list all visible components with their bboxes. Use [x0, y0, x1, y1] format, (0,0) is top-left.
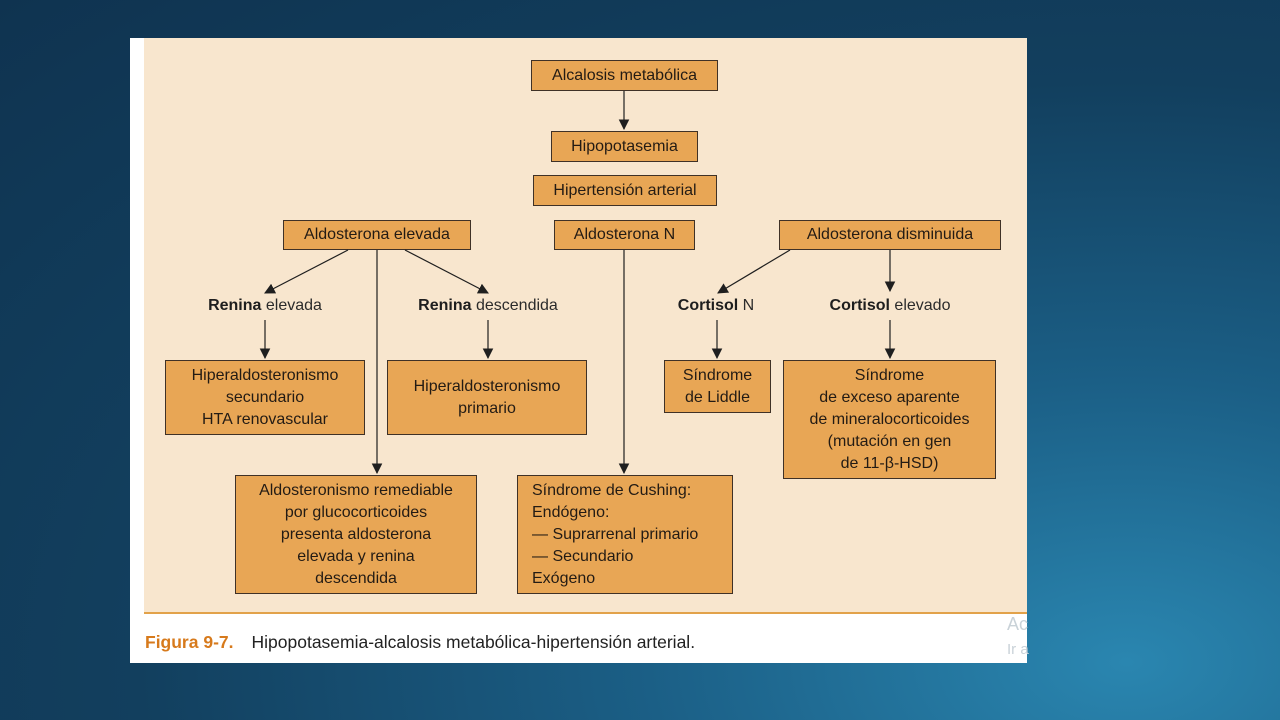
watermark-line-1: Ac — [1007, 614, 1029, 634]
node-exceso-mineralocorticoides: Síndrome de exceso aparente de mineraloc… — [783, 360, 996, 479]
caption-divider — [144, 612, 1027, 614]
label-renina-elevada: Renina elevada — [208, 296, 322, 316]
node-alcalosis: Alcalosis metabólica — [531, 60, 718, 91]
watermark-line-2: Ir a — [1007, 641, 1029, 658]
label-renina-descendida-bold: Renina — [418, 297, 472, 314]
node-hipertension: Hipertensión arterial — [533, 175, 717, 206]
label-renina-elevada-bold: Renina — [208, 297, 262, 314]
label-cortisol-n-bold: Cortisol — [677, 297, 739, 314]
figure-number: Figura 9-7. — [145, 632, 234, 652]
label-renina-descendida-rest: descendida — [471, 297, 558, 314]
node-aldosterona-n: Aldosterona N — [554, 220, 695, 250]
node-sindrome-cushing: Síndrome de Cushing: Endógeno: — Suprarr… — [517, 475, 733, 594]
label-renina-descendida: Renina descendida — [418, 296, 558, 316]
node-hipopotasemia: Hipopotasemia — [551, 131, 698, 162]
figure-caption: Figura 9-7. Hipopotasemia-alcalosis metab… — [145, 632, 695, 653]
node-hiperaldosteronismo-primario: Hiperaldosteronismo primario — [387, 360, 587, 435]
label-cortisol-n: Cortisol N — [678, 296, 754, 316]
label-cortisol-n-rest: N — [738, 297, 755, 314]
node-hiperaldosteronismo-secundario: Hiperaldosteronismo secundario HTA renov… — [165, 360, 365, 435]
label-cortisol-elevado: Cortisol elevado — [830, 296, 951, 316]
node-aldosterona-disminuida: Aldosterona disminuida — [779, 220, 1001, 250]
label-renina-elevada-rest: elevada — [261, 297, 322, 314]
node-aldosteronismo-remediable: Aldosteronismo remediable por glucocorti… — [235, 475, 477, 594]
label-cortisol-elevado-bold: Cortisol — [829, 297, 890, 314]
label-cortisol-elevado-rest: elevado — [889, 297, 951, 314]
node-aldosterona-elevada: Aldosterona elevada — [283, 220, 471, 250]
figure-caption-text: Hipopotasemia-alcalosis metabólica-hiper… — [251, 632, 696, 652]
node-sindrome-liddle: Síndrome de Liddle — [664, 360, 771, 413]
